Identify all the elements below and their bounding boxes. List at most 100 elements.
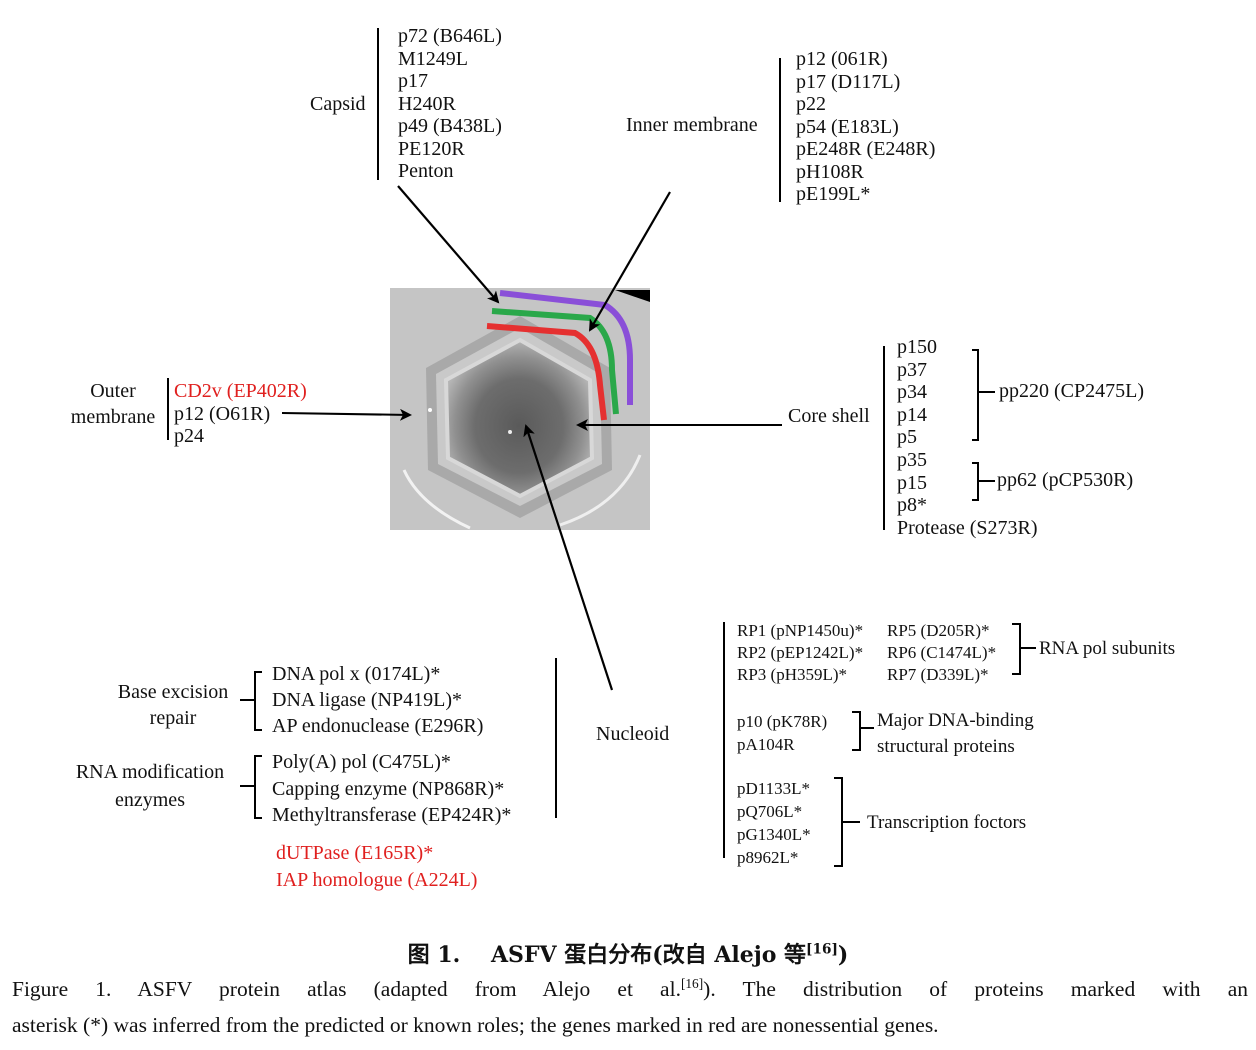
transcription-bracket: [834, 777, 860, 867]
dna-binding-bracket: [852, 711, 874, 751]
rna-pol-label: RNA pol subunits: [1039, 638, 1176, 659]
capsid-protein: p72 (B646L): [398, 25, 502, 47]
dna-binding-label-line1: Major DNA-binding: [877, 710, 1034, 731]
transcription-list: pD1133L* pQ706L* pG1340L* p8962L*: [737, 777, 811, 869]
capsid-protein-list: p72 (B646L) M1249L p17 H240R p49 (B438L)…: [398, 25, 502, 183]
rna-modification-list: Poly(A) pol (C475L)* Capping enzyme (NP8…: [272, 749, 511, 829]
capsid-protein: Penton: [398, 160, 454, 182]
dna-binding-protein: pA104R: [737, 735, 795, 754]
rna-pol-col1: RP1 (pNP1450u)* RP2 (pEP1242L)* RP3 (pH3…: [737, 620, 863, 686]
caption-chinese: 图 1. ASFV 蛋白分布(改自 Alejo 等[16]): [0, 937, 1256, 969]
core-shell-protein: p34: [897, 381, 927, 404]
nonessential-nucleoid-list: dUTPase (E165R)* IAP homologue (A224L): [276, 840, 477, 894]
base-excision-label-line1: Base excision: [117, 681, 229, 703]
transcription-factor: pG1340L*: [737, 825, 811, 844]
caption-english-ref: [16]: [680, 976, 704, 991]
rna-pol-subunit: RP3 (pH359L)*: [737, 665, 848, 684]
base-excision-protein: DNA pol x (0174L)*: [272, 663, 441, 685]
base-excision-protein: DNA ligase (NP419L)*: [272, 689, 462, 711]
rna-pol-subunit: RP1 (pNP1450u)*: [737, 621, 864, 640]
base-excision-list: DNA pol x (0174L)* DNA ligase (NP419L)* …: [272, 661, 483, 739]
outer-membrane-protein-nonessential: CD2v (EP402R): [174, 380, 307, 402]
nucleoid-arrow: [523, 424, 614, 691]
outer-membrane-label-line1: Outer: [90, 380, 136, 402]
caption-english-part-b: ). The distribution of proteins marked w…: [703, 977, 1248, 1002]
core-shell-label: Core shell: [788, 405, 870, 427]
outer-membrane-arrow: [281, 408, 412, 421]
base-excision-bracket: [240, 671, 262, 731]
rna-pol-col2: RP5 (D205R)* RP6 (C1474L)* RP7 (D339L)*: [887, 620, 996, 686]
inner-membrane-line: [491, 308, 619, 415]
caption-english-line1: Figure 1. ASFV protein atlas (adapted fr…: [12, 976, 1248, 1003]
core-shell-protein: Protease (S273R): [897, 516, 1038, 539]
caption-chinese-main: ASFV 蛋白分布(改自 Alejo 等: [490, 942, 807, 968]
rna-pol-subunit: RP2 (pEP1242L)*: [737, 643, 864, 662]
dna-binding-list: p10 (pK78R) pA104R: [737, 710, 827, 756]
caption-english-line2: asterisk (*) was inferred from the predi…: [12, 1013, 939, 1037]
rna-modification-label-line2: enzymes: [115, 789, 185, 811]
base-excision-label-line2: repair: [149, 707, 197, 729]
core-shell-protein: p37: [897, 358, 927, 381]
nucleoid-label: Nucleoid: [596, 723, 670, 745]
core-shell-protein: p150: [897, 336, 937, 358]
capsid-protein: PE120R: [398, 137, 465, 160]
caption-chinese-suffix: ): [837, 942, 849, 968]
outer-membrane-protein: p12 (O61R): [174, 402, 271, 425]
rna-modification-label-line1: RNA modification: [75, 761, 225, 783]
dna-binding-protein: p10 (pK78R): [737, 712, 828, 731]
rna-modification-protein: Methyltransferase (EP424R)*: [272, 804, 512, 826]
rna-modification-protein: Poly(A) pol (C475L)*: [272, 751, 451, 773]
inner-membrane-protein-list: p12 (061R) p17 (D117L) p22 p54 (E183L) p…: [796, 48, 935, 206]
capsid-protein: M1249L: [398, 47, 468, 70]
pp220-bracket: [972, 349, 995, 441]
inner-membrane-protein: pE199L*: [796, 183, 871, 205]
core-shell-protein: p14: [897, 403, 927, 426]
inner-membrane-label: Inner membrane: [626, 114, 758, 136]
caption-english-part-a: Figure 1. ASFV protein atlas (adapted fr…: [12, 977, 681, 1002]
capsid-protein: p49 (B438L): [398, 115, 502, 137]
rna-modification-protein: Capping enzyme (NP868R)*: [272, 777, 505, 800]
transcription-factor: pD1133L*: [737, 779, 811, 798]
outer-membrane-protein: p24: [174, 425, 204, 447]
inner-membrane-protein: pE248R (E248R): [796, 138, 936, 160]
inner-membrane-protein: p17 (D117L): [796, 70, 901, 93]
rna-pol-subunit: RP5 (D205R)*: [887, 621, 990, 640]
core-shell-protein-list: p150 p37 p34 p14 p5 p35 p15 p8* Protease…: [897, 336, 1038, 539]
outer-membrane-line: [499, 290, 633, 405]
rna-pol-bracket: [1012, 623, 1036, 675]
pp62-bracket: [972, 462, 995, 501]
capsid-arrow: [397, 185, 500, 304]
pp220-label: pp220 (CP2475L): [999, 380, 1144, 402]
base-excision-protein: AP endonuclease (E296R): [272, 715, 484, 737]
capsid-protein: H240R: [398, 92, 456, 115]
transcription-factor: p8962L*: [737, 848, 799, 867]
outer-membrane-label-line2: membrane: [70, 406, 156, 428]
core-shell-protein: p8*: [897, 494, 927, 517]
inner-membrane-arrow: [588, 191, 671, 332]
dna-binding-label-line2: structural proteins: [877, 736, 1015, 757]
core-shell-protein: p5: [897, 426, 917, 449]
rna-pol-subunit: RP7 (D339L)*: [887, 665, 989, 684]
pp62-label: pp62 (pCP530R): [997, 469, 1134, 491]
capsid-protein: p17: [398, 70, 428, 92]
inner-membrane-protein: pH108R: [796, 160, 864, 183]
inner-membrane-protein: p22: [796, 93, 826, 115]
core-shell-protein: p35: [897, 448, 927, 471]
nonessential-protein: IAP homologue (A224L): [276, 869, 478, 891]
caption-chinese-prefix: 图 1.: [407, 942, 461, 968]
capsid-label: Capsid: [310, 93, 366, 115]
transcription-label: Transcription foctors: [867, 812, 1027, 833]
caption-chinese-ref: [16]: [806, 941, 838, 958]
virion-micrograph: [390, 288, 650, 530]
core-shell-protein: p15: [897, 471, 927, 494]
inner-membrane-protein: p12 (061R): [796, 48, 888, 70]
capsid-line: [486, 323, 607, 421]
dna-binding-label: Major DNA-binding structural proteins: [877, 708, 1034, 760]
inner-membrane-protein: p54 (E183L): [796, 115, 899, 138]
rna-pol-subunit: RP6 (C1474L)*: [887, 643, 997, 662]
transcription-factor: pQ706L*: [737, 802, 803, 821]
rna-modification-bracket: [240, 755, 262, 819]
outer-membrane-protein-list: CD2v (EP402R) p12 (O61R) p24: [174, 380, 307, 448]
nonessential-protein: dUTPase (E165R)*: [276, 842, 434, 864]
